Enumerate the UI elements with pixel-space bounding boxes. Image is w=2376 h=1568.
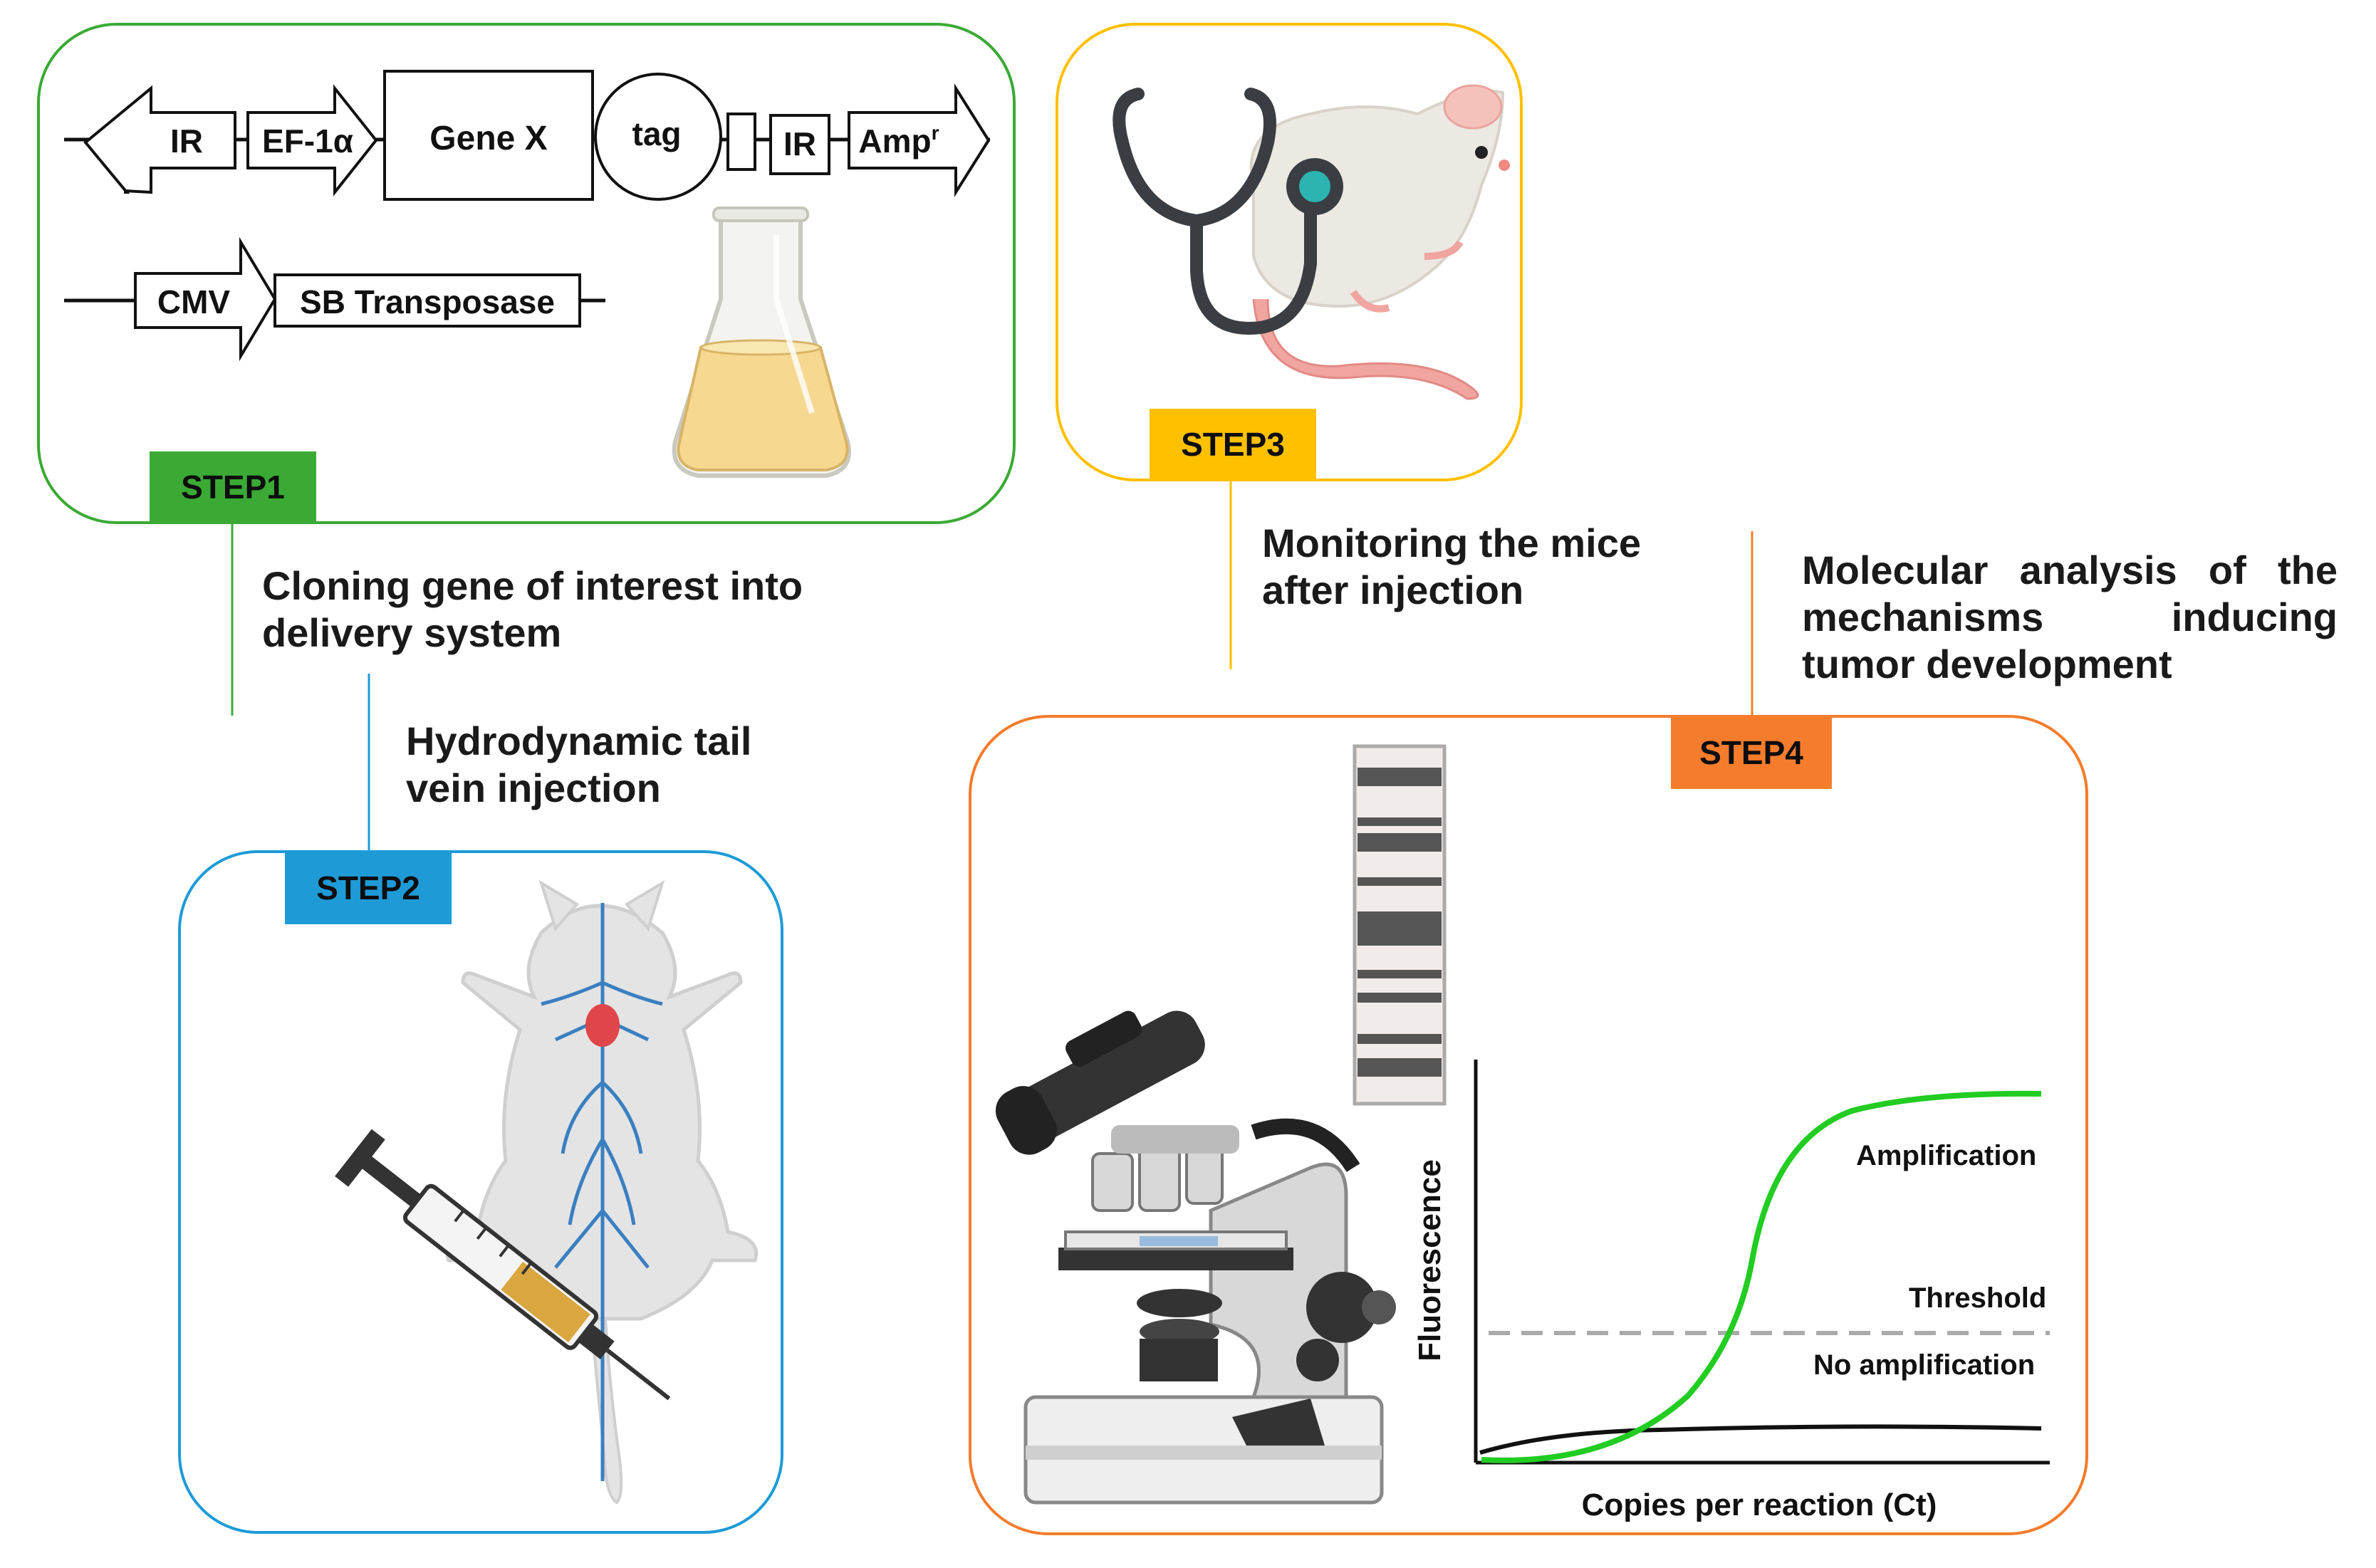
- tag-circle: [594, 73, 722, 201]
- erlenmeyer-flask-icon: [672, 207, 851, 478]
- ir-left-label: IR: [170, 122, 203, 160]
- step4-badge: STEP4: [1699, 734, 1803, 771]
- transposase-construct: [64, 236, 605, 362]
- cmv-label: CMV: [157, 283, 231, 320]
- ampr-label: Ampr: [858, 122, 939, 160]
- ir-right-label: IR: [783, 125, 816, 162]
- step3-description: Monitoring the mice after injection: [1262, 521, 1641, 612]
- stethoscope-icon: [1113, 88, 1343, 335]
- step1-badge: STEP1: [181, 469, 285, 506]
- cmv-promoter-element: [134, 236, 277, 362]
- step1-description: Cloning gene of interest into delivery s…: [262, 563, 803, 655]
- threshold-annotation: Threshold: [1909, 1282, 2046, 1314]
- spacer-box: [726, 113, 756, 171]
- gene-x-box: [383, 70, 594, 201]
- sb-transposase-label: SB Transposase: [300, 283, 555, 320]
- syringe-icon: [335, 1129, 671, 1401]
- ir-right-box: [769, 114, 830, 175]
- ef1a-label: EF-1α: [262, 122, 353, 160]
- tag-label: tag: [632, 115, 682, 152]
- qpcr-chart: Amplification Threshold No amplification…: [1412, 1060, 2050, 1522]
- no-amplification-annotation: No amplification: [1813, 1349, 2035, 1381]
- mouse-icon: [446, 879, 759, 1505]
- transposon-construct: [64, 70, 991, 201]
- step2-badge: STEP2: [316, 869, 420, 906]
- amplification-annotation: Amplification: [1856, 1140, 2036, 1171]
- step1-panel: IR EF-1α Gene X tag IR Ampr CMV SB Trans…: [37, 23, 1016, 716]
- ef1a-promoter-element: [246, 84, 378, 197]
- y-axis-label: Fluorescence: [1412, 1159, 1447, 1361]
- microscope-icon: [995, 1010, 1396, 1505]
- no-amplification-curve: [1479, 1424, 2042, 1455]
- step3-badge: STEP3: [1181, 426, 1285, 463]
- step2-panel: [178, 674, 783, 1534]
- mouse-icon-side: [1249, 84, 1510, 400]
- sb-transposase-box: [273, 273, 581, 328]
- step4-panel: Amplification Threshold No amplification…: [969, 531, 2088, 1535]
- step4-description: Molecular analysis of the mechanisms ind…: [1802, 548, 2338, 686]
- x-axis-label: Copies per reaction (Ct): [1582, 1488, 1937, 1522]
- step3-panel: [1056, 23, 1523, 669]
- chromosome-icon: [1353, 744, 1447, 1106]
- step2-description: Hydrodynamic tail vein injection: [406, 718, 752, 810]
- ampr-element: [848, 83, 991, 197]
- ir-left-element: [83, 85, 236, 194]
- amplification-curve: [1481, 1090, 2042, 1463]
- gene-x-label: Gene X: [429, 120, 547, 157]
